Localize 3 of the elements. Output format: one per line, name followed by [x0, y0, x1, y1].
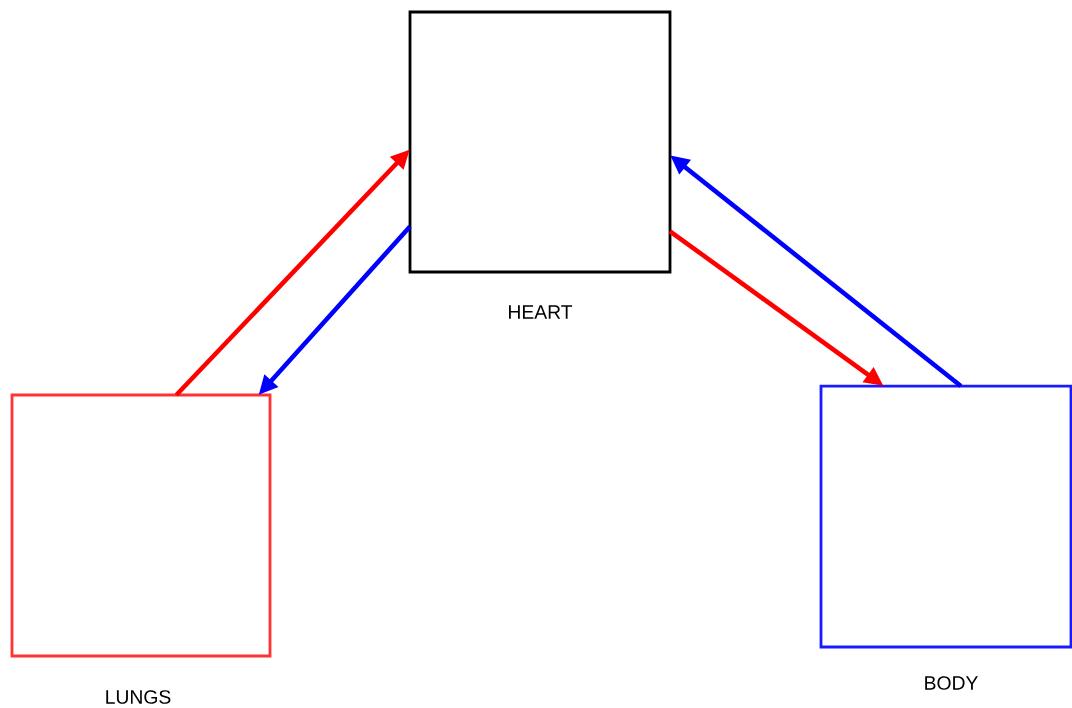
- box-label: BODY: [925, 676, 978, 690]
- box-label: LUNGS: [106, 690, 171, 704]
- box-label: HEART: [509, 305, 573, 319]
